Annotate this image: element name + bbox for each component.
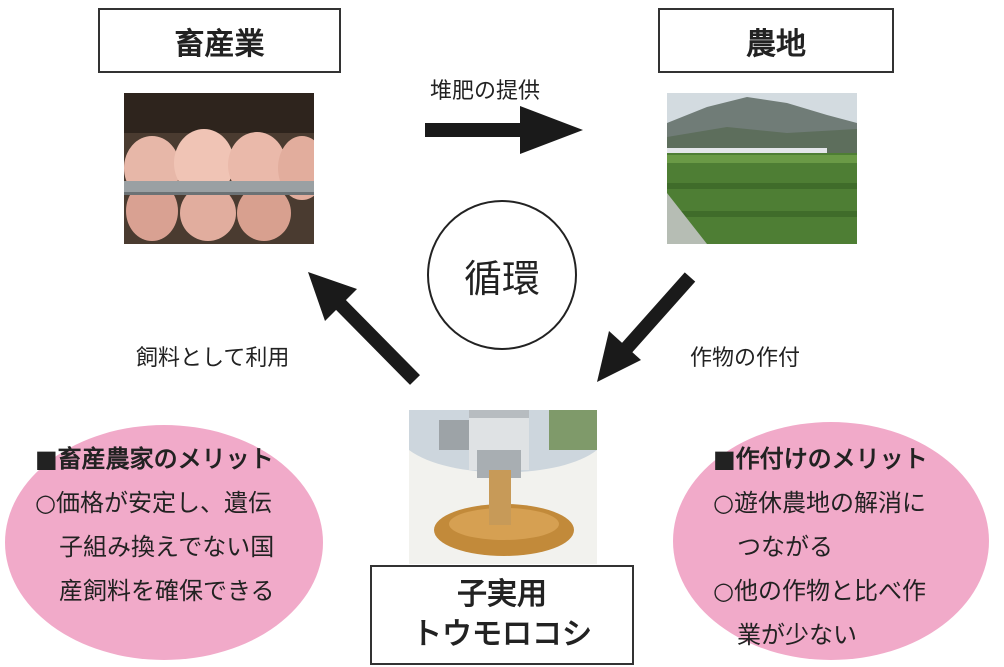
livestock-merit-title: ■畜産農家のメリット xyxy=(35,445,274,473)
livestock-merit-ellipse xyxy=(5,425,323,660)
livestock-merit-line: ○価格が安定し、遺伝 xyxy=(35,489,272,517)
cycle-label: 循環 xyxy=(463,256,540,301)
pigs-photo xyxy=(124,93,314,244)
farmland-box: 農地 xyxy=(658,8,894,73)
crop-merit-line: ○遊休農地の解消に xyxy=(713,489,926,517)
livestock-merit-line: 産飼料を確保できる xyxy=(59,577,275,605)
corn-label-line2: トウモロコシ xyxy=(412,617,592,652)
arrow-crop xyxy=(597,272,696,382)
corn-label-line1: 子実用 xyxy=(457,576,547,612)
feed-label: 飼料として利用 xyxy=(136,346,290,371)
arrow-compost xyxy=(425,106,583,154)
livestock-merit-line: 子組み換えでない国 xyxy=(59,533,275,561)
crop-merit-ellipse xyxy=(673,422,989,660)
crop-merit-line: ○他の作物と比べ作 xyxy=(713,577,926,605)
livestock-merit: ■畜産農家のメリット ○価格が安定し、遺伝 子組み換えでない国 産飼料を確保でき… xyxy=(35,437,275,613)
crop-merit-line: 業が少ない xyxy=(737,621,857,649)
livestock-label: 畜産業 xyxy=(174,26,265,62)
cycle-circle: 循環 xyxy=(427,200,577,350)
field-photo xyxy=(667,93,857,244)
arrow-feed xyxy=(308,272,420,385)
crop-merit: ■作付けのメリット ○遊休農地の解消に つながる ○他の作物と比べ作 業が少ない xyxy=(713,437,928,657)
compost-label: 堆肥の提供 xyxy=(430,79,541,104)
corn-box: 子実用 トウモロコシ xyxy=(370,565,634,665)
farmland-label: 農地 xyxy=(746,26,806,62)
crop-merit-title: ■作付けのメリット xyxy=(713,445,928,473)
crop-merit-line: つながる xyxy=(737,533,833,561)
crop-label: 作物の作付 xyxy=(690,346,801,371)
livestock-box: 畜産業 xyxy=(98,8,341,73)
corn-photo xyxy=(409,410,597,564)
